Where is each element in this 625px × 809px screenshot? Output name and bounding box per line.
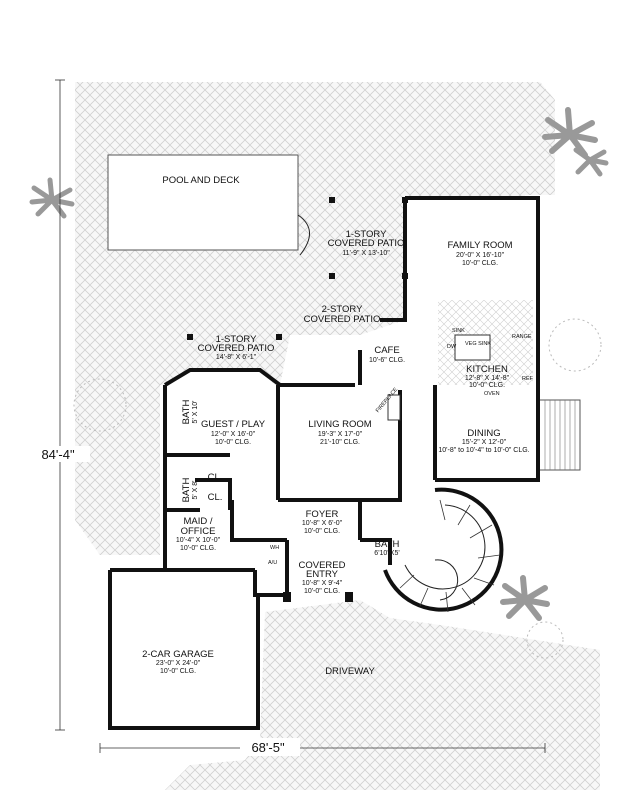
closet-label: CL. [208, 492, 223, 503]
room-dimension: 10'-4" X 10'-0" [176, 537, 221, 544]
room-dimension: 12'-8" X 14'-8" [465, 375, 510, 382]
room-name: BATH [181, 400, 192, 425]
interior [110, 198, 538, 728]
room-dimension: 10'-0" CLG. [180, 545, 216, 552]
room-dimension: 6'10"X5' [374, 550, 399, 557]
room-name: MAID / [183, 516, 212, 527]
fixture-label: RANGE [512, 334, 532, 340]
room-name: CAFE [374, 345, 399, 356]
columns [187, 197, 408, 602]
room-dimension: 5' X 8' [192, 480, 199, 499]
room-dimension: 12'-0" X 16'-0" [211, 431, 256, 438]
room-dimension: 10'-0" CLG. [304, 588, 340, 595]
fixture-label: OVEN [484, 391, 500, 397]
closet-label: CL. [208, 472, 223, 483]
palm-tree-icon [500, 575, 550, 621]
room-name: OFFICE [181, 526, 216, 537]
kitchen-island [454, 334, 491, 361]
pool-steps [297, 214, 310, 256]
room-name: BATH [181, 478, 192, 503]
room-dimension: 10'-0" CLG. [160, 668, 196, 675]
room-dimension: 14'-8" X 6'-1" [216, 354, 257, 361]
fixture-label: SINK [452, 328, 465, 334]
palm-tree-icon [542, 107, 598, 158]
room-dimension: 10'-8" X 9'-4" [302, 580, 343, 587]
room-dimension: 19'-3" X 17'-0" [318, 431, 363, 438]
room-dimension: 5' X 10' [192, 401, 199, 424]
fixture-label: VEG SINK [465, 341, 491, 347]
room-name: DINING [467, 428, 500, 439]
room-name: BATH [375, 539, 400, 550]
room-name: COVERED [299, 560, 346, 571]
fixture-label: REF [522, 376, 534, 382]
room-name: GUEST / PLAY [201, 419, 266, 430]
room-name: DRIVEWAY [325, 666, 375, 677]
room-dimension: 10'-8" X 6'-0" [302, 520, 343, 527]
room-dimension: 10'-0" CLG. [469, 382, 505, 389]
room-name: 1-STORY [216, 334, 257, 345]
room-dimension: 10'-0" CLG. [304, 528, 340, 535]
shrub-icon [73, 378, 127, 432]
room-dimension: 11'-9" X 13'-10" [342, 250, 390, 257]
fireplace [387, 394, 401, 421]
room-labels: POOL AND DECK 1-STORY COVERED PATIO 11'-… [142, 175, 530, 677]
room-name: FOYER [306, 509, 339, 520]
room-dimension: 20'-0" X 16'-10" [456, 252, 505, 259]
room-name: COVERED PATIO [304, 314, 381, 325]
room-name: 2-CAR GARAGE [142, 649, 214, 660]
width-dimension: 68'-5" [251, 740, 285, 755]
palm-tree-icon [573, 147, 609, 177]
room-dimension: 21'-10" CLG. [320, 439, 360, 446]
fixture-label: A/U [268, 560, 277, 566]
palm-tree-icon [29, 177, 75, 219]
fixture-label: WH [270, 545, 279, 551]
entry-steps [540, 399, 581, 471]
dimension-lines: 84'-4" 68'-5" [30, 79, 546, 756]
room-dimension: 10'-6" CLG. [369, 357, 405, 364]
room-dimension: 10'-0" CLG. [215, 439, 251, 446]
room-name: LIVING ROOM [308, 419, 371, 430]
room-dimension: 23'-0" X 24'-0" [156, 660, 201, 667]
room-name: COVERED PATIO [198, 343, 275, 354]
shrub-icon [548, 318, 602, 372]
room-name: POOL AND DECK [162, 175, 240, 186]
room-dimension: 10'-8" to 10'-4" to 10'-0" CLG. [438, 447, 529, 454]
pool [107, 154, 299, 251]
room-name: KITCHEN [466, 364, 508, 375]
room-name: FAMILY ROOM [447, 240, 512, 251]
trees [29, 107, 609, 659]
room-dimension: 10'-0" CLG. [462, 260, 498, 267]
room-name: 2-STORY [322, 304, 363, 315]
depth-dimension: 84'-4" [41, 447, 75, 462]
room-dimension: 15'-2" X 12'-0" [462, 439, 507, 446]
room-name: COVERED PATIO [328, 238, 405, 249]
walls [108, 196, 540, 730]
spiral-staircase [383, 487, 504, 613]
room-name: 1-STORY [346, 229, 387, 240]
room-name: ENTRY [306, 569, 339, 580]
shrub-icon [526, 621, 564, 659]
fixture-label: DW [447, 344, 457, 350]
